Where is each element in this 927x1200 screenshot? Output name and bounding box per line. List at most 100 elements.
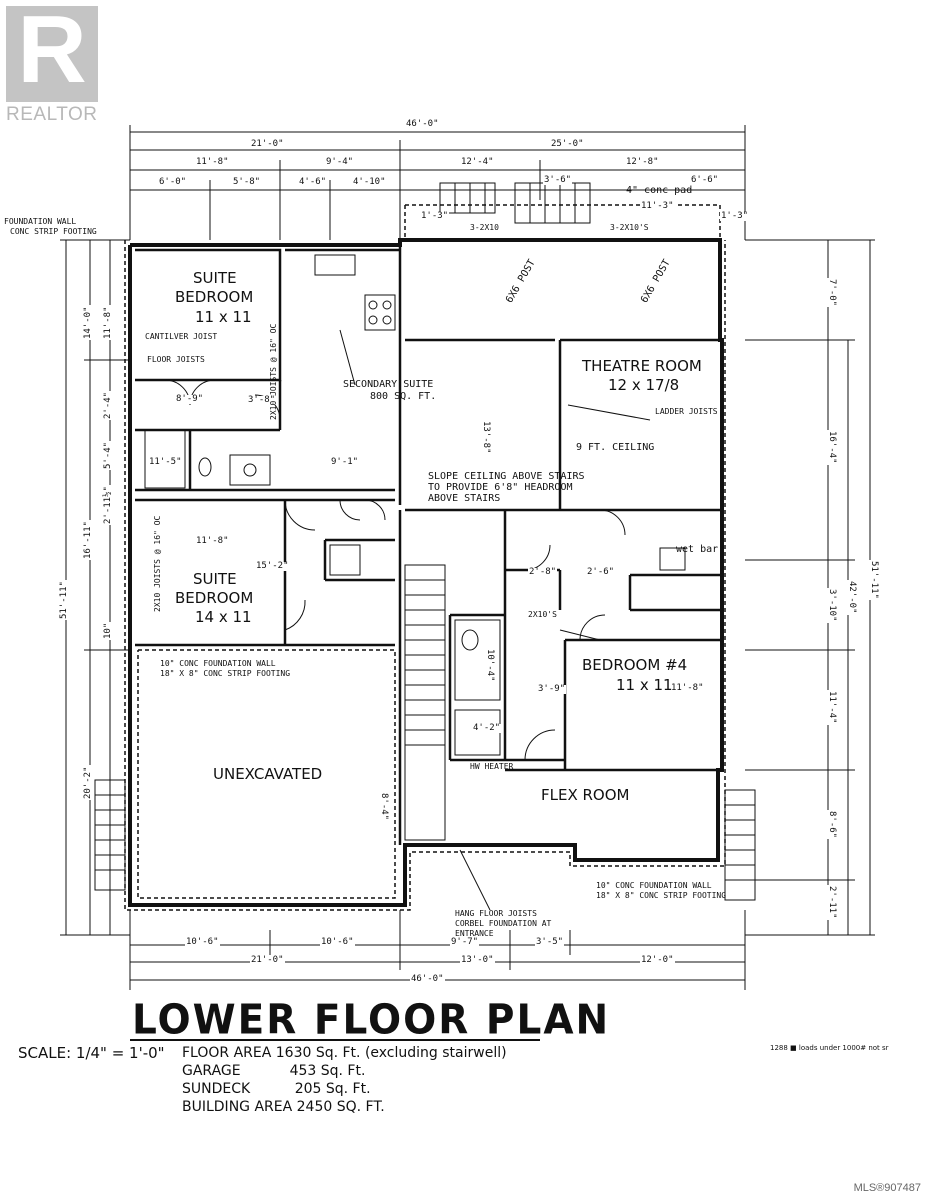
room-secondary-suite: SECONDARY SUITE: [343, 379, 434, 390]
floor-plan-drawing: [60, 125, 875, 990]
area-garage: GARAGE 453 Sq. Ft.: [182, 1063, 366, 1079]
room-suite-bedroom-1-line2: BEDROOM: [175, 288, 254, 306]
dim-bottom-9-7: 9'-7": [450, 937, 480, 947]
note-slope-ceiling-1: SLOPE CEILING ABOVE STAIRS: [428, 471, 585, 482]
room-bedroom-4-size: 11 x 11: [616, 676, 673, 694]
dim-in-2-8: 2'-8": [528, 567, 558, 577]
svg-text:R: R: [17, 0, 86, 103]
note-conc-foundation-3: 10" CONC FOUNDATION WALL: [596, 881, 712, 890]
dim-left-2-4: 2'-4": [103, 390, 113, 420]
dim-top-6-0: 6'-0": [158, 177, 188, 187]
room-unexcavated: UNEXCAVATED: [213, 765, 323, 783]
dim-bottom-10-6b: 10'-6": [320, 937, 355, 947]
dim-in-15-2: 15'-2": [255, 561, 290, 571]
dim-bottom-10-6a: 10'-6": [185, 937, 220, 947]
note-hw-heater: HW HEATER: [470, 762, 514, 771]
foundation-outline: [124, 240, 726, 911]
dim-top-21: 21'-0": [250, 139, 285, 149]
realtor-logo: R REALTOR: [0, 0, 112, 130]
area-floor: FLOOR AREA 1630 Sq. Ft. (excluding stair…: [182, 1045, 507, 1061]
dim-top-12-4: 12'-4": [460, 157, 495, 167]
dim-right-8-6: 8'-6": [827, 810, 837, 840]
note-conc-foundation-1: 10" CONC FOUNDATION WALL: [160, 659, 276, 668]
note-hang-joists-1: HANG FLOOR JOISTS: [455, 909, 537, 918]
dim-left-2-11: 2'-11½": [103, 485, 113, 525]
plan-title: LOWER FLOOR PLAN: [132, 996, 611, 1045]
dim-in-11-8b: 11'-8": [670, 683, 705, 693]
dim-in-8-4: 8'-4": [379, 792, 389, 822]
dim-bottom-12: 12'-0": [640, 955, 675, 965]
room-secondary-suite-area: 800 SQ. FT.: [370, 391, 437, 402]
dim-top-4-6: 4'-6": [298, 177, 328, 187]
dim-top-6-6: 6'-6": [690, 175, 720, 185]
room-theatre-size: 12 x 17/8: [608, 376, 680, 394]
dim-right-42-0: 42'-0": [847, 580, 857, 615]
note-hang-joists-2: CORBEL FOUNDATION AT: [455, 919, 552, 928]
dim-right-51-11: 51'-11": [869, 560, 879, 600]
dim-top-1-3b: 1'-3": [720, 211, 750, 221]
realtor-logo-text: REALTOR: [6, 104, 98, 125]
room-suite-bedroom-1-line1: SUITE: [193, 269, 237, 287]
note-joists-2: 2X10 JOISTS @ 16" OC: [269, 323, 278, 420]
dim-top-25: 25'-0": [550, 139, 585, 149]
dim-top-1-3a: 1'-3": [420, 211, 450, 221]
fixtures: [144, 254, 686, 761]
dim-bottom-total: 46'-0": [410, 974, 445, 984]
dim-in-3-8: 3'-8": [247, 395, 277, 405]
dim-top-9-4: 9'-4": [325, 157, 355, 167]
room-theatre: THEATRE ROOM: [582, 357, 702, 375]
dim-in-3-9: 3'-9": [537, 684, 567, 694]
dim-right-2-11: 2'-11": [827, 885, 837, 920]
plan-footnote: 1288 ■ loads under 1000# not sr: [770, 1044, 889, 1052]
dim-right-11-4: 11'-4": [827, 690, 837, 725]
dim-top-11-8: 11'-8": [195, 157, 230, 167]
room-suite-bedroom-2-size: 14 x 11: [195, 608, 252, 626]
room-flex: FLEX ROOM: [541, 786, 630, 804]
unexcavated-foundation: [137, 649, 396, 899]
dim-bottom-3-5: 3'-5": [535, 937, 565, 947]
area-building: BUILDING AREA 2450 SQ. FT.: [182, 1099, 385, 1115]
dim-left-16-11: 16'-11": [83, 520, 93, 560]
note-wet-bar: wet bar: [676, 544, 719, 555]
note-joists-1: 2X10 JOISTS @ 16" OC: [153, 515, 162, 612]
plan-scale: SCALE: 1/4" = 1'-0": [18, 1044, 165, 1062]
dim-right-16-4: 16'-4": [827, 430, 837, 465]
note-3-2x10: 3-2X10: [470, 223, 499, 232]
dim-top-5-8: 5'-8": [232, 177, 262, 187]
note-conc-strip-footing: CONC STRIP FOOTING: [10, 227, 97, 236]
note-2x10s: 2X10'S: [528, 610, 557, 619]
dim-left-10: 10": [103, 621, 113, 640]
room-suite-bedroom-1-size: 11 x 11: [195, 308, 252, 326]
dim-in-2-6: 2'-6": [586, 567, 616, 577]
dim-top-total: 46'-0": [405, 119, 440, 129]
dim-in-4-2: 4'-2": [472, 723, 502, 733]
realtor-logo-icon: R: [6, 0, 98, 103]
dim-left-14-0: 14'-0": [83, 305, 93, 340]
dim-top-12-8: 12'-8": [625, 157, 660, 167]
note-floor-joists: FLOOR JOISTS: [147, 355, 205, 364]
dim-top-4-10: 4'-10": [352, 177, 387, 187]
dim-in-11-5: 11'-5": [148, 457, 183, 467]
room-bedroom-4: BEDROOM #4: [582, 656, 688, 674]
note-slope-ceiling-2: TO PROVIDE 6'8" HEADROOM: [428, 482, 573, 493]
room-suite-bedroom-2-line2: BEDROOM: [175, 589, 254, 607]
note-3-2x10s: 3-2X10'S: [610, 223, 649, 232]
mls-number: MLS®907487: [853, 1182, 921, 1194]
dim-left-51-11: 51'-11": [59, 580, 69, 620]
area-sundeck: SUNDECK 205 Sq. Ft.: [182, 1081, 371, 1097]
note-cantilever: CANTILVER JOIST: [145, 332, 218, 341]
dim-in-8-9: 8'-9": [175, 394, 205, 404]
dim-in-10-4: 10'-4": [485, 648, 495, 683]
dim-left-5-4: 5'-4": [103, 440, 113, 470]
dim-left-20-2: 20'-2": [83, 765, 93, 800]
note-hang-joists-3: ENTRANCE: [455, 929, 494, 938]
dim-right-7-0: 7'-0": [827, 278, 837, 308]
dim-left-11-8: 11'-8": [103, 305, 113, 340]
dim-in-11-8: 11'-8": [195, 536, 230, 546]
dim-bottom-13: 13'-0": [460, 955, 495, 965]
dim-top-3-6: 3'-6": [543, 175, 573, 185]
note-ladder-joists: LADDER JOISTS: [655, 407, 718, 416]
dim-in-13-8: 13'-8": [481, 420, 491, 455]
note-slope-ceiling-3: ABOVE STAIRS: [428, 493, 501, 504]
note-foundation-wall: FOUNDATION WALL: [4, 217, 77, 226]
